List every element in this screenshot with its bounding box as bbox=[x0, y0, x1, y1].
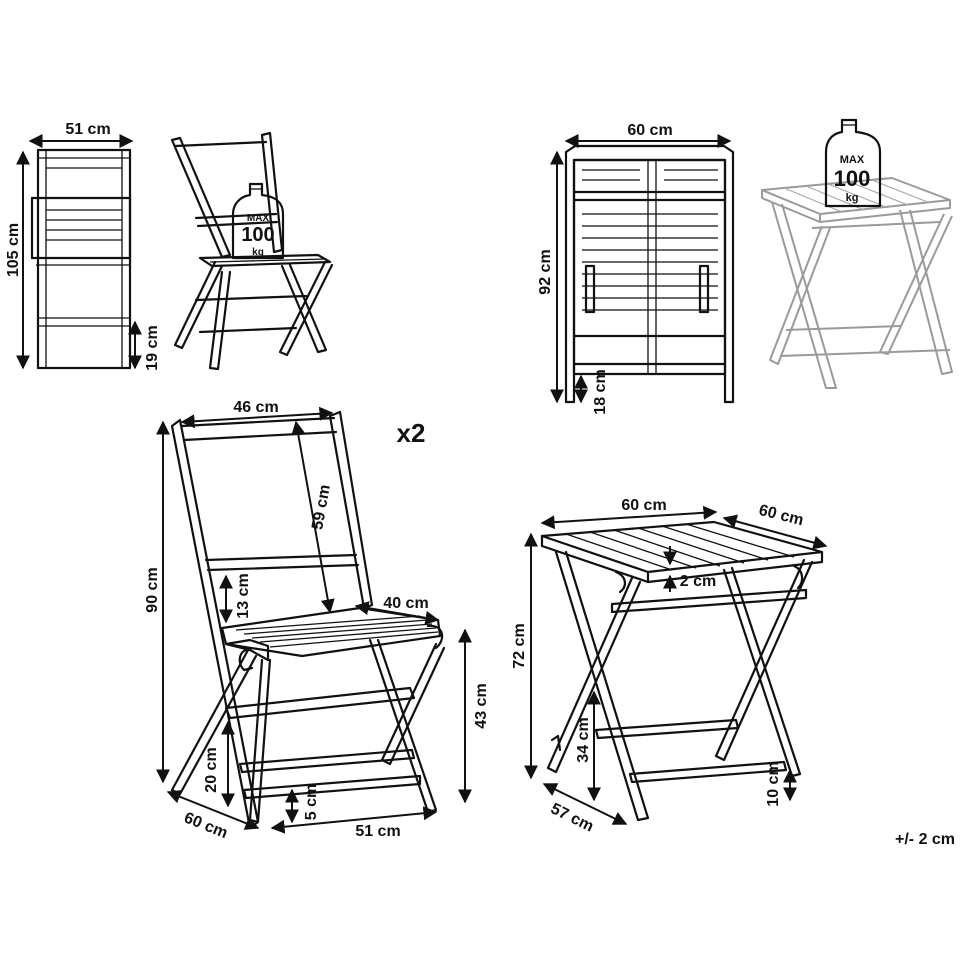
label-table-top-width: 60 cm bbox=[621, 497, 666, 514]
dim-chair-seat-width: 46 cm bbox=[180, 399, 334, 429]
table-folded-front-view bbox=[564, 144, 735, 404]
dim-chair-foot: 5 cm bbox=[285, 784, 320, 824]
chair-folded-front-view bbox=[30, 148, 132, 370]
dim-chair-seat-height: 43 cm bbox=[458, 628, 490, 804]
dim-table-folded-depth: 18 cm bbox=[574, 369, 609, 415]
label-chair-backrest-gap: 13 cm bbox=[235, 573, 252, 618]
dim-table-base-depth: 57 cm bbox=[542, 783, 628, 836]
table-small-perspective-view bbox=[761, 177, 953, 389]
label-chair-folded-depth: 19 cm bbox=[144, 325, 161, 370]
dim-chair-backrest-height: 59 cm bbox=[291, 420, 335, 614]
label-table-folded-depth: 18 cm bbox=[592, 369, 609, 414]
table-main-view bbox=[540, 520, 824, 822]
weight-max-label: MAX bbox=[247, 213, 270, 224]
weight-unit: kg bbox=[252, 247, 264, 258]
label-table-folded-height: 92 cm bbox=[537, 249, 554, 294]
label-chair-seat-depth: 40 cm bbox=[383, 595, 428, 612]
dim-table-bar: 34 cm bbox=[575, 690, 601, 802]
dim-chair-front-width: 51 cm bbox=[28, 121, 134, 148]
dim-table-folded-width: 60 cm bbox=[564, 122, 732, 148]
weight-badge-chair: MAX 100 kg bbox=[231, 182, 285, 260]
dim-chair-width: 51 cm bbox=[270, 806, 438, 840]
dim-table-folded-height: 92 cm bbox=[537, 150, 564, 404]
label-chair-seat-height: 43 cm bbox=[473, 683, 490, 728]
label-table-height: 72 cm bbox=[511, 623, 528, 668]
dim-chair-front-height: 105 cm bbox=[5, 150, 31, 370]
dim-chair-backrest-gap: 13 cm bbox=[219, 573, 252, 624]
label-chair-total-height: 90 cm bbox=[144, 567, 161, 612]
weight-value: 100 bbox=[241, 224, 274, 246]
weight-unit-table: kg bbox=[846, 192, 859, 204]
quantity-multiplier: x2 bbox=[397, 418, 426, 448]
dim-chair-folded-depth: 19 cm bbox=[128, 320, 161, 371]
weight-value-table: 100 bbox=[834, 166, 871, 191]
label-chair-front-width: 51 cm bbox=[65, 121, 110, 138]
label-chair-seat-width: 46 cm bbox=[233, 399, 278, 416]
dim-chair-total-height: 90 cm bbox=[144, 420, 170, 784]
dim-table-top-thickness: 2 cm bbox=[663, 546, 716, 592]
dim-table-foot: 10 cm bbox=[765, 761, 797, 807]
label-chair-backrest-height: 59 cm bbox=[309, 483, 334, 531]
chair-small-perspective-view bbox=[170, 131, 334, 371]
label-table-folded-width: 60 cm bbox=[627, 122, 672, 139]
dim-table-height: 72 cm bbox=[511, 532, 538, 780]
dim-chair-seat-depth: 40 cm bbox=[354, 595, 440, 625]
dim-chair-lower-bar: 20 cm bbox=[203, 720, 235, 808]
label-table-foot: 10 cm bbox=[765, 761, 782, 806]
label-table-bar: 34 cm bbox=[575, 717, 592, 762]
weight-badge-table: MAX 100 kg bbox=[824, 118, 882, 208]
label-chair-lower-bar: 20 cm bbox=[203, 747, 220, 792]
label-chair-front-height: 105 cm bbox=[5, 223, 22, 277]
dim-table-top-width: 60 cm bbox=[540, 497, 718, 530]
label-table-top-thickness: 2 cm bbox=[680, 573, 716, 590]
weight-max-label-table: MAX bbox=[840, 154, 865, 166]
label-chair-foot: 5 cm bbox=[303, 784, 320, 820]
chair-main-view bbox=[170, 410, 446, 830]
tolerance-note: +/- 2 cm bbox=[895, 831, 955, 848]
label-chair-width: 51 cm bbox=[355, 823, 400, 840]
label-table-top-depth: 60 cm bbox=[757, 502, 805, 529]
